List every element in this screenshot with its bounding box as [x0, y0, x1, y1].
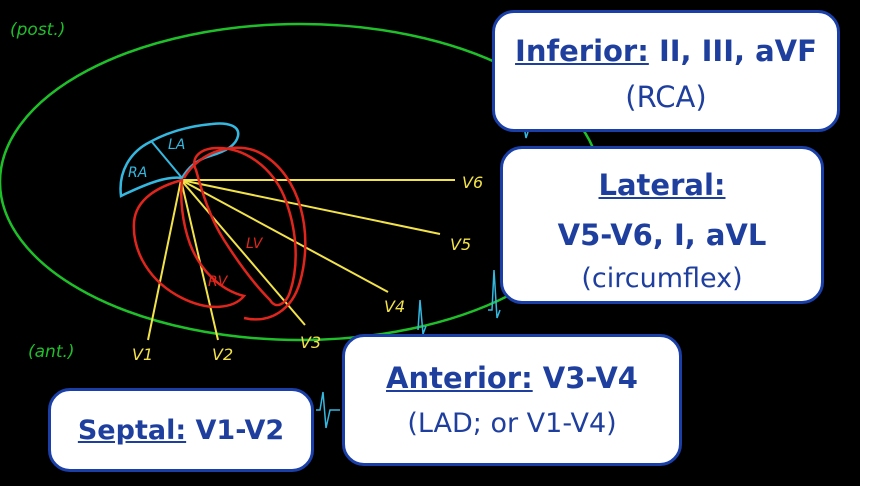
septal-box: Septal: V1-V2 [48, 388, 314, 472]
lead-label-v2: V2 [212, 345, 233, 364]
septal-heading: Septal: V1-V2 [51, 411, 311, 451]
lateral-artery: (circumflex) [581, 263, 743, 294]
lateral-heading: Lateral: [503, 165, 821, 205]
ecg-trace-v4 [417, 299, 427, 335]
lead-label-v3: V3 [300, 333, 321, 352]
anterior-box: Anterior: V3-V4 (LAD; or V1-V4) [342, 334, 682, 466]
lead-vectors [147, 179, 455, 341]
lv-label: LV [246, 236, 264, 252]
rv-label: RV [208, 274, 229, 290]
lead-line-v1 [147, 179, 182, 341]
lead-line-v4 [180, 179, 389, 293]
lead-line-v2 [180, 179, 219, 341]
right-ventricle-outline [132, 178, 247, 309]
posterior-label: (post.) [10, 20, 65, 40]
anterior-leads: V3-V4 [532, 361, 638, 395]
inferior-title: Inferior: [515, 34, 649, 68]
lead-label-v5: V5 [450, 235, 471, 254]
anterior-title: Anterior: [386, 361, 533, 395]
lead-label-v6: V6 [462, 173, 483, 192]
atria-septum [151, 141, 183, 179]
lead-line-v5 [180, 179, 441, 235]
heart-cross-section: (post.) (ant.) LA RA LV RV V1 V2 V3 V4 V… [0, 20, 602, 429]
septal-leads: V1-V2 [186, 415, 285, 446]
left-ventricle-outline [193, 146, 297, 307]
diagram-canvas: (post.) (ant.) LA RA LV RV V1 V2 V3 V4 V… [0, 0, 860, 486]
ecg-trace-lateral [488, 269, 501, 319]
lateral-box: Lateral: V5-V6, I, aVL (circumflex) [500, 146, 824, 304]
lateral-title: Lateral: [598, 168, 726, 202]
inferior-artery: (RCA) [625, 80, 707, 114]
inferior-heading: Inferior: II, III, aVF [495, 31, 837, 71]
lead-label-v4: V4 [384, 297, 405, 316]
lateral-leads: V5-V6, I, aVL [557, 218, 767, 252]
ecg-trace-septal [316, 391, 340, 429]
ventricle-outer-wall [182, 146, 307, 321]
la-label: LA [168, 137, 185, 153]
lead-label-v1: V1 [132, 345, 153, 364]
inferior-box: Inferior: II, III, aVF (RCA) [492, 10, 840, 132]
ra-label: RA [128, 165, 147, 181]
anterior-heading: Anterior: V3-V4 [345, 357, 679, 399]
anterior-artery: (LAD; or V1-V4) [407, 408, 617, 439]
septal-title: Septal: [77, 415, 187, 446]
anterior-label: (ant.) [28, 342, 75, 362]
inferior-leads: II, III, aVF [648, 34, 817, 68]
